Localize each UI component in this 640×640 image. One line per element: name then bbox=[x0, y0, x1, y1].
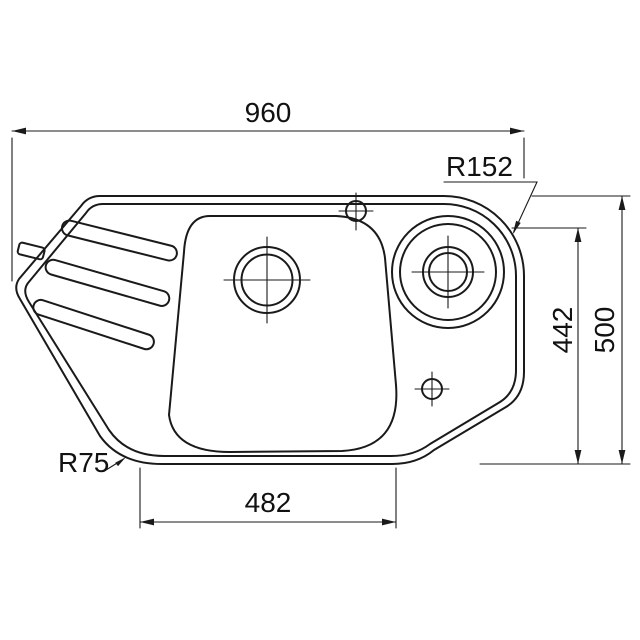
dim-bottom-width-label: 482 bbox=[245, 487, 292, 518]
main-bowl-outline bbox=[168, 215, 398, 453]
dim-radius-top-right: R152 bbox=[443, 151, 538, 235]
dim-bottom-width-arrow-left bbox=[140, 518, 154, 526]
tap-hole-lower bbox=[414, 371, 450, 407]
main-drain-crosshair bbox=[223, 236, 311, 324]
tap-hole-top bbox=[338, 192, 374, 231]
dim-bottom-width: 482 bbox=[139, 467, 397, 529]
sink-body bbox=[15, 192, 525, 465]
dimension-annotations: 960 R152 442 500 bbox=[11, 97, 631, 529]
dim-inner-height-arrow-bottom bbox=[574, 450, 582, 464]
drainer-groove-2 bbox=[44, 258, 171, 307]
sink-inner-rim bbox=[24, 202, 517, 457]
dim-bottom-width-extensions bbox=[139, 467, 397, 529]
dim-overall-width: 960 bbox=[11, 97, 525, 282]
dim-radius-bottom-left-arrow bbox=[115, 457, 126, 467]
drainer-groove-1 bbox=[60, 219, 178, 262]
drainer-grooves bbox=[16, 219, 178, 351]
dim-radius-bottom-left: R75 bbox=[58, 447, 126, 478]
dim-inner-height-label: 442 bbox=[547, 307, 578, 354]
dim-radius-bottom-left-label: R75 bbox=[58, 447, 109, 478]
right-bowl-inner bbox=[399, 223, 497, 321]
dim-overall-width-arrow-left bbox=[12, 127, 26, 135]
right-drain-crosshair bbox=[411, 235, 485, 309]
dim-radius-top-right-leader bbox=[443, 181, 538, 233]
dim-bottom-width-arrow-right bbox=[382, 518, 396, 526]
tap-hole-top-crosshair bbox=[338, 192, 374, 231]
tap-hole-lower-crosshair bbox=[414, 371, 450, 407]
dim-overall-height-label: 500 bbox=[589, 307, 620, 354]
right-bowl-outer bbox=[391, 215, 505, 329]
dim-overall-width-label: 960 bbox=[245, 97, 292, 128]
dim-inner-height: 442 bbox=[511, 227, 587, 465]
dim-overall-height-arrow-top bbox=[618, 196, 626, 210]
dim-radius-top-right-label: R152 bbox=[446, 151, 513, 182]
dim-overall-width-extensions bbox=[11, 137, 525, 282]
dim-overall-width-arrow-right bbox=[510, 127, 524, 135]
drainer-groove-3 bbox=[32, 298, 155, 351]
sink-outer-outline bbox=[15, 195, 525, 465]
overflow-slot bbox=[16, 241, 46, 261]
dim-overall-height-arrow-bottom bbox=[618, 450, 626, 464]
dim-overall-height: 500 bbox=[479, 195, 631, 465]
dim-inner-height-arrow-top bbox=[574, 228, 582, 242]
